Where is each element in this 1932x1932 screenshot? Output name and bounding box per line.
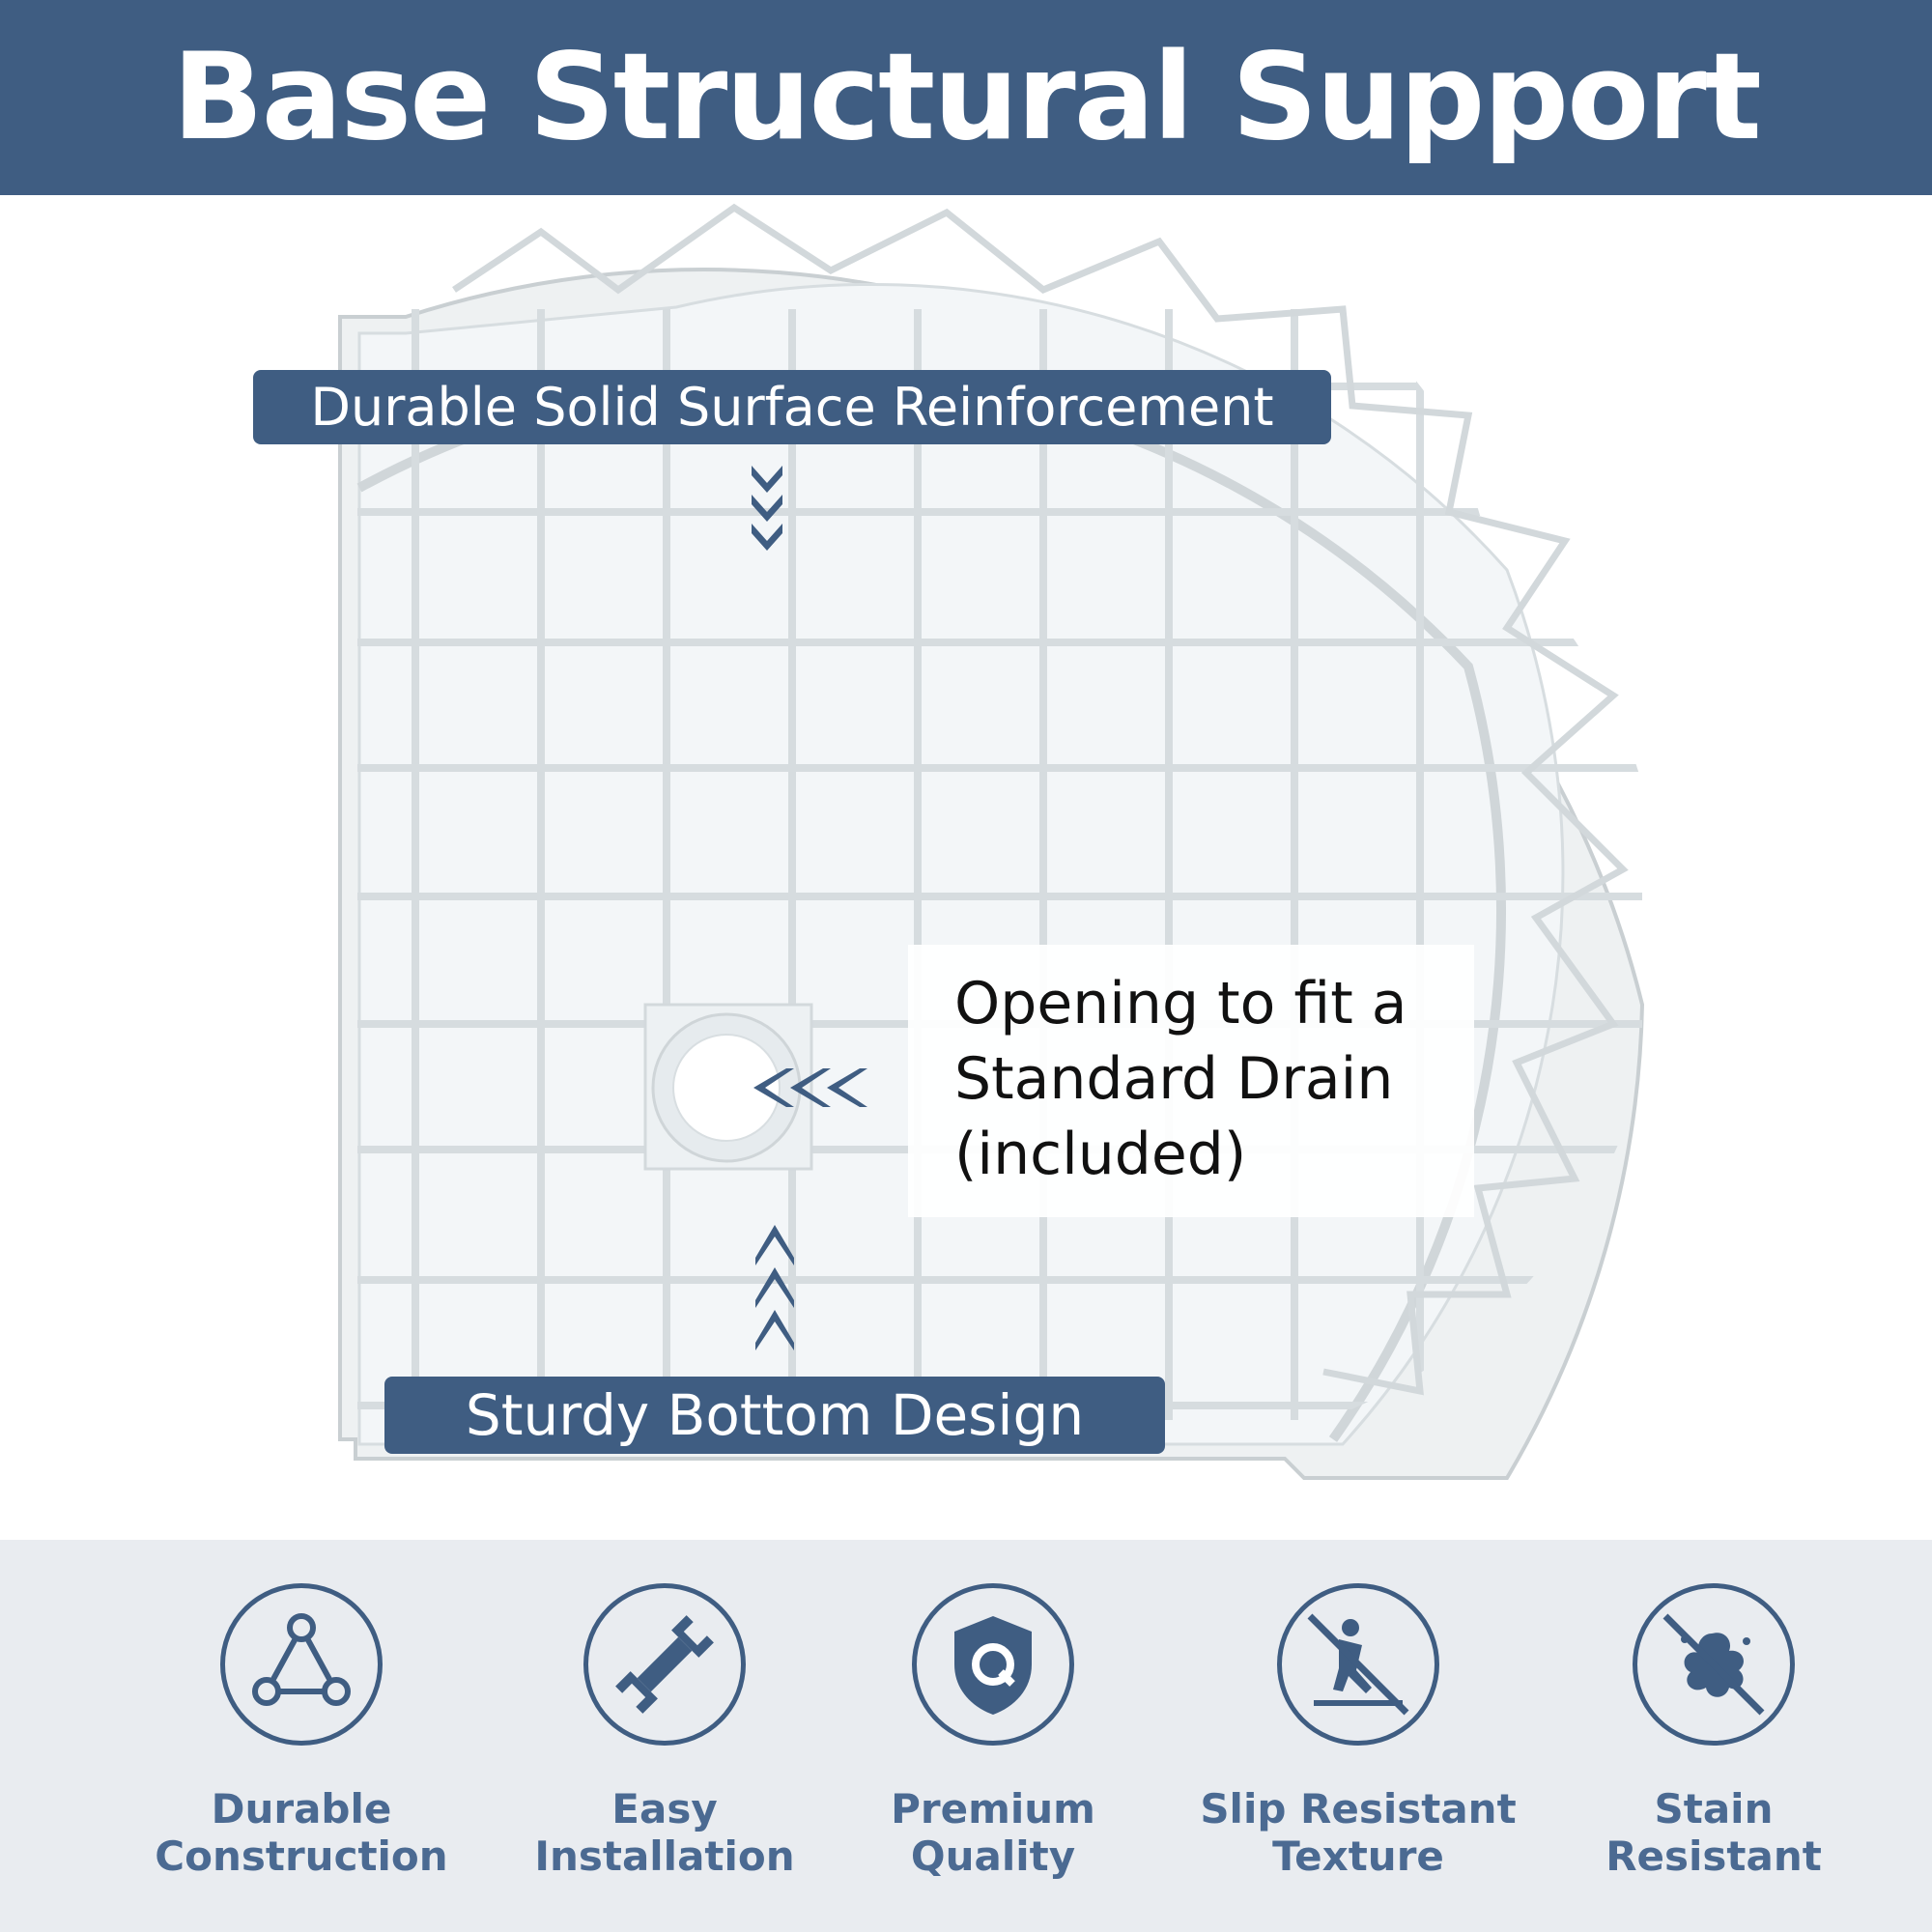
no-slip-icon: [1277, 1583, 1439, 1746]
no-stain-icon: [1633, 1583, 1795, 1746]
header-banner: Base Structural Support: [0, 0, 1932, 195]
shield-q-icon: [912, 1583, 1074, 1746]
left-arrow-icon: [753, 1068, 867, 1107]
feature-label: Stain Resistant: [1605, 1785, 1822, 1880]
reinforcement-label: Durable Solid Surface Reinforcement: [253, 370, 1331, 444]
drain-callout-line: Opening to fit a: [954, 970, 1407, 1037]
triangle-nodes-icon: [220, 1583, 383, 1746]
feature-premium-quality: Premium Quality: [829, 1540, 1157, 1932]
feature-durable-construction: Durable Construction: [137, 1540, 466, 1932]
up-arrow-icon: [755, 1225, 794, 1350]
feature-label: Premium Quality: [891, 1785, 1095, 1880]
page-title: Base Structural Support: [172, 28, 1762, 167]
bottom-design-label: Sturdy Bottom Design: [384, 1377, 1165, 1454]
drain-callout-line: Standard Drain: [954, 1045, 1394, 1113]
feature-easy-installation: Easy Installation: [500, 1540, 829, 1932]
feature-label: Durable Construction: [155, 1785, 448, 1880]
drain-callout-line: (included): [954, 1121, 1247, 1188]
feature-stain-resistant: Stain Resistant: [1549, 1540, 1878, 1932]
feature-slip-resistant: Slip Resistant Texture: [1194, 1540, 1522, 1932]
features-bar: Durable Construction Easy Installation: [0, 1540, 1932, 1932]
wrench-icon: [583, 1583, 746, 1746]
feature-label: Slip Resistant Texture: [1200, 1785, 1517, 1880]
down-arrow-icon: [752, 466, 782, 551]
feature-label: Easy Installation: [534, 1785, 795, 1880]
drain-callout: Opening to fit a Standard Drain (include…: [908, 945, 1474, 1217]
